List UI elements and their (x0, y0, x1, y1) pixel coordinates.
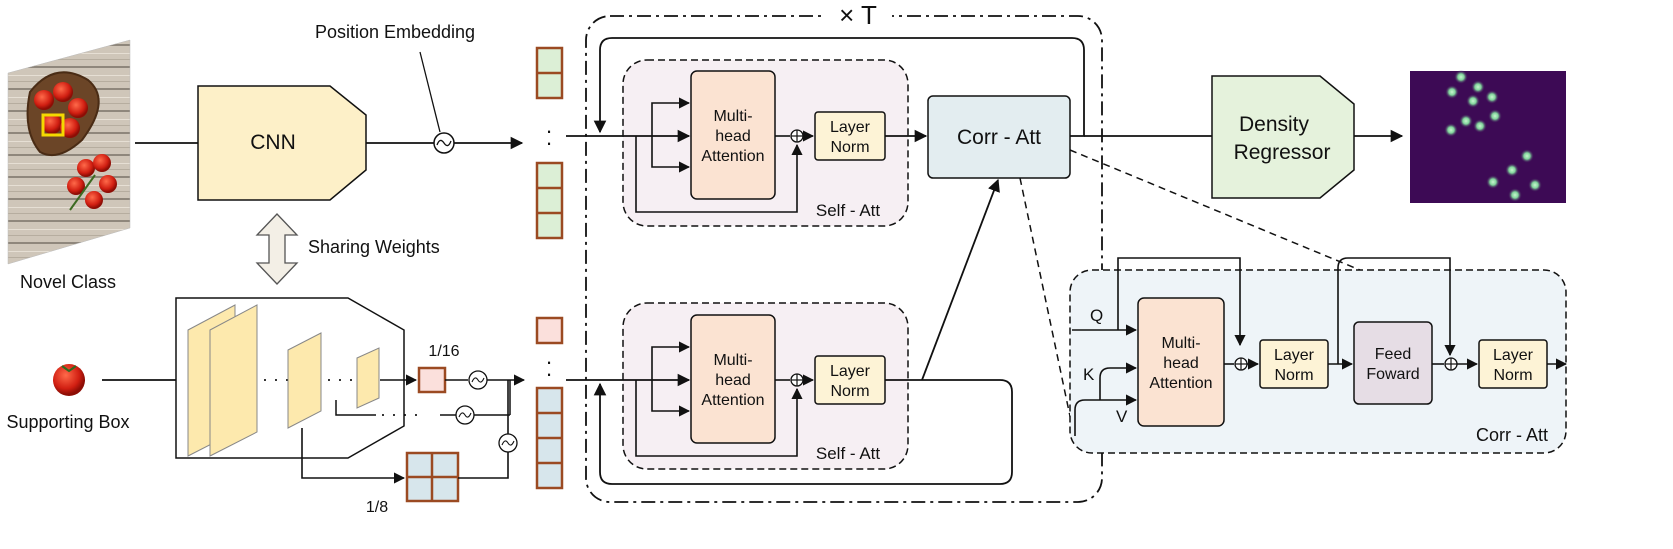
svg-text:·: · (545, 118, 552, 143)
ellipsis-2: · · · (326, 369, 354, 389)
detail-ln1-l1: Layer (1274, 347, 1315, 364)
token-grid-1-8 (405, 451, 460, 503)
detail-mha-l1: Multi- (1161, 335, 1200, 352)
ellipsis-3: · · · · (380, 404, 419, 424)
svg-text:·: · (545, 349, 552, 374)
novel-class-image (7, 39, 131, 265)
svg-text:·: · (545, 130, 552, 155)
svg-text:·: · (545, 361, 552, 386)
feature-map-3 (287, 332, 322, 429)
self-att-top-label: Self - Att (816, 201, 881, 220)
cnn-label: CNN (250, 131, 296, 154)
position-embedding-label: Position Embedding (315, 22, 475, 42)
detail-feed-forward (1353, 321, 1433, 405)
scale-1-16-label: 1/16 (428, 343, 459, 360)
detail-mha-l2: head (1163, 355, 1199, 372)
mha-bottom-l2: head (715, 372, 751, 389)
query-token-column: · · (535, 46, 564, 240)
repeat-block (585, 15, 1103, 503)
support-token-column: · · (535, 316, 564, 490)
detail-q-label: Q (1090, 306, 1103, 325)
density-regressor-l1: Density (1239, 113, 1310, 136)
ellipsis-1: · · · (262, 369, 290, 389)
supporting-box-label: Supporting Box (6, 412, 129, 432)
density-regressor-block (1211, 75, 1355, 199)
mha-bottom-l3: Attention (701, 392, 764, 409)
mha-bottom-l1: Multi- (713, 352, 752, 369)
repeat-label: × T (839, 0, 877, 30)
detail-panel-title: Corr - Att (1476, 425, 1548, 445)
ln-top-l2: Norm (830, 139, 869, 156)
ln-bottom-l2: Norm (830, 383, 869, 400)
ln-top-l1: Layer (830, 119, 871, 136)
mha-top (690, 70, 776, 200)
detail-k-label: K (1083, 365, 1095, 384)
ln-bottom-l1: Layer (830, 363, 871, 380)
mha-top-l1: Multi- (713, 108, 752, 125)
feature-map-4 (356, 347, 380, 409)
supporting-box-image (52, 362, 86, 396)
feature-map-2 (209, 304, 258, 457)
sharing-weights-arrow (255, 213, 299, 285)
detail-mha-l3: Attention (1149, 375, 1212, 392)
mha-bottom (690, 314, 776, 444)
density-map-output (1410, 70, 1566, 203)
corr-att-block (927, 95, 1071, 179)
detail-ln2-l1: Layer (1493, 347, 1534, 364)
detail-mha (1137, 297, 1225, 427)
detail-ln2-l2: Norm (1493, 367, 1532, 384)
detail-ln1-l2: Norm (1274, 367, 1313, 384)
corr-att-label: Corr - Att (957, 126, 1041, 149)
detail-ff-l1: Feed (1375, 346, 1411, 363)
detail-ff-l2: Foward (1366, 366, 1419, 383)
mha-top-l3: Attention (701, 148, 764, 165)
self-att-bottom-label: Self - Att (816, 444, 881, 463)
token-1-16 (417, 366, 447, 394)
exemplar-box (41, 113, 65, 137)
density-regressor-l2: Regressor (1234, 141, 1331, 164)
novel-class-label: Novel Class (20, 272, 116, 292)
scale-1-8-label: 1/8 (366, 499, 388, 516)
detail-v-label: V (1116, 407, 1128, 426)
mha-top-l2: head (715, 128, 751, 145)
sharing-weights-label: Sharing Weights (308, 237, 440, 257)
cnn-block (197, 85, 367, 201)
